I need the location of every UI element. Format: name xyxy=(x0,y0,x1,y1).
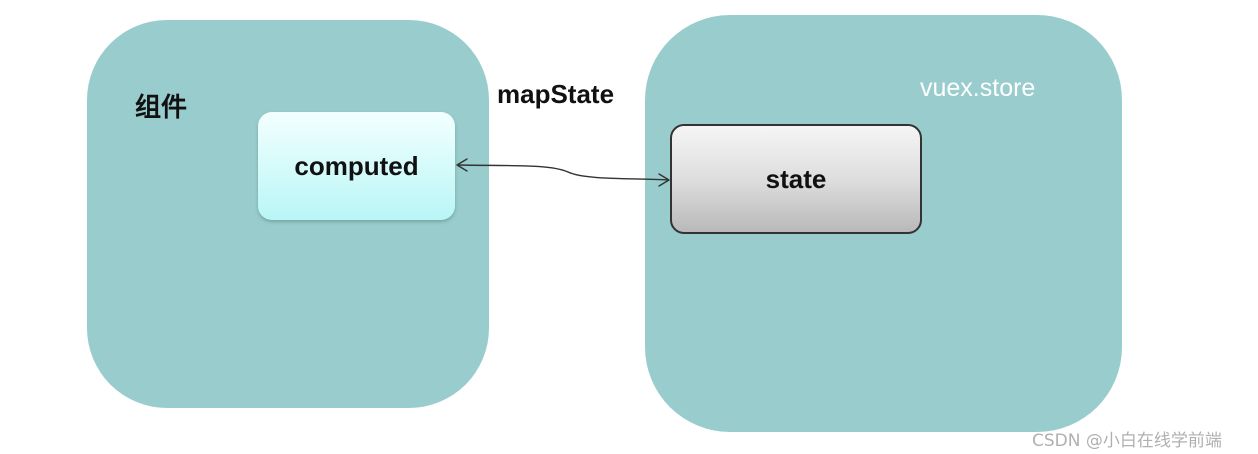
computed-node-label: computed xyxy=(294,150,419,181)
computed-node: computed xyxy=(258,112,455,220)
state-node-label: state xyxy=(765,163,827,194)
state-node: state xyxy=(670,124,922,234)
vuex-store-title: vuex.store xyxy=(920,74,1036,102)
component-title: 组件 xyxy=(135,93,188,123)
watermark: CSDN @小白在线学前端 xyxy=(1032,431,1222,451)
mapstate-label: mapState xyxy=(497,79,615,109)
